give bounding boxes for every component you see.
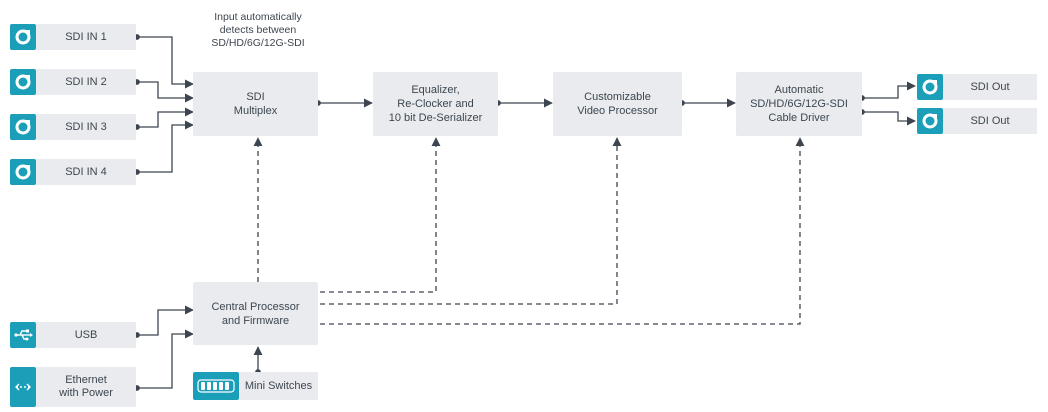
output-lines (859, 81, 916, 126)
sdi-connector-icon (917, 108, 943, 134)
sdi-connector-icon (10, 24, 36, 50)
ethernet-icon (10, 367, 36, 407)
sdi-connector-icon (10, 69, 36, 95)
auto-detect-note: Input automatically detects between SD/H… (211, 11, 305, 49)
sdi-multiplex-block: SDI Multiplex (193, 72, 318, 136)
sdi-in-2-label: SDI IN 2 (36, 69, 136, 95)
sdi-connector-icon (10, 114, 36, 140)
video-processor-block: Customizable Video Processor (553, 72, 682, 136)
sdi-connector-icon (10, 159, 36, 185)
mini-switches-label: Mini Switches (239, 372, 318, 400)
control-dashed-lines (253, 137, 805, 325)
sdi-in-1-label: SDI IN 1 (36, 24, 136, 50)
sdi-out-2-label: SDI Out (943, 108, 1037, 134)
cable-driver-block: Automatic SD/HD/6G/12G-SDI Cable Driver (736, 72, 862, 136)
input-lines (134, 34, 194, 175)
sdi-connector-icon (917, 74, 943, 100)
sdi-in-3-label: SDI IN 3 (36, 114, 136, 140)
sdi-out-1-label: SDI Out (943, 74, 1037, 100)
central-processor-block: Central Processor and Firmware (193, 282, 318, 345)
mini-switches-icon (193, 372, 239, 400)
ethernet-label: Ethernet with Power (36, 367, 136, 407)
usb-icon (10, 322, 36, 348)
usb-label: USB (36, 322, 136, 348)
sdi-in-4-label: SDI IN 4 (36, 159, 136, 185)
equalizer-block: Equalizer, Re-Clocker and 10 bit De-Seri… (373, 72, 498, 136)
